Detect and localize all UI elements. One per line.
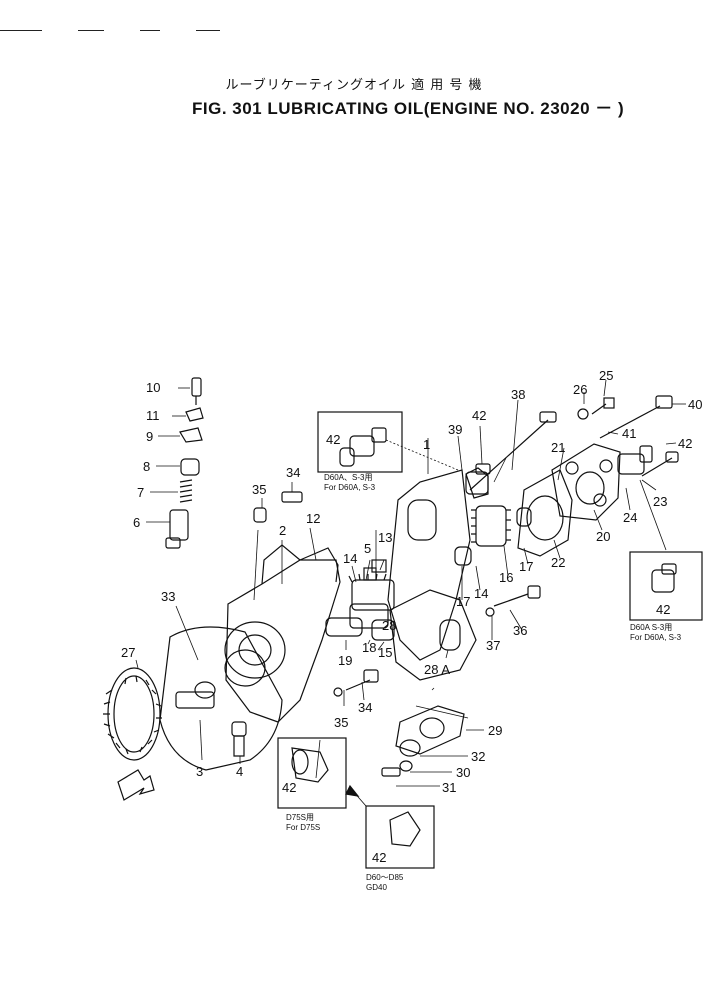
- part-label: 17: [519, 559, 533, 574]
- part-label: 10: [146, 380, 160, 395]
- main-housing: [387, 467, 489, 681]
- part-label: 41: [622, 426, 636, 441]
- relief-valve-stack: [165, 377, 204, 549]
- part-label: 2: [279, 523, 286, 538]
- part-label: 32: [471, 749, 485, 764]
- part-label: 11: [146, 408, 160, 423]
- part-label: 33: [161, 589, 175, 604]
- note-text: GD40: [366, 883, 387, 892]
- inset-box-bottom-center: [365, 805, 435, 869]
- part-label: 12: [306, 511, 320, 526]
- gear-set: [325, 559, 395, 641]
- note-text: For D60A, S-3: [324, 483, 376, 492]
- title-japanese: ルーブリケーティングオイル 適 用 号 機: [225, 78, 483, 93]
- part-label: 40: [688, 397, 702, 412]
- part-label: 20: [596, 529, 610, 544]
- part-label: 14: [343, 551, 357, 566]
- part-label: 8: [143, 459, 150, 474]
- part-label: 3: [196, 764, 203, 779]
- part-label: 37: [486, 638, 500, 653]
- part-label: 42: [282, 780, 296, 795]
- part-label: 25: [599, 368, 613, 383]
- note-text: For D75S: [286, 823, 320, 832]
- note-text: D75S用: [286, 813, 314, 822]
- part-label: 1: [423, 437, 430, 452]
- part-label: 35: [252, 482, 266, 497]
- part-label: 34: [358, 700, 372, 715]
- part-label: 35: [334, 715, 348, 730]
- part-label: 42: [656, 602, 670, 617]
- pump-body: [224, 491, 341, 723]
- figure-title: FIG. 301 LUBRICATING OIL(ENGINE NO. 2302…: [192, 99, 625, 118]
- part-label: 29: [488, 723, 502, 738]
- part-label: 31: [442, 780, 456, 795]
- part-label: 18: [362, 640, 376, 655]
- part-label: 9: [146, 429, 153, 444]
- inset-box-bottom-left: [277, 737, 347, 809]
- part-label: 42: [472, 408, 486, 423]
- part-label: 42: [326, 432, 340, 447]
- part-label: 6: [133, 515, 140, 530]
- part-label: 27: [121, 645, 135, 660]
- part-label: 39: [448, 422, 462, 437]
- note-text: D60A、S-3用: [324, 473, 372, 482]
- leader-lines: [135, 379, 686, 807]
- part-label: 17: [456, 594, 470, 609]
- part-label: 34: [286, 465, 300, 480]
- note-text: D60～D85: [366, 873, 404, 882]
- note-text: D60A S-3用: [630, 623, 672, 632]
- part-number-labels: 10 11 9 8 7 6 35 34 2 12 33 27 3 4 14 5 …: [121, 368, 702, 865]
- fitting-elbows: [291, 427, 677, 847]
- strainer-plate: [381, 705, 465, 777]
- inset-notes: D60A、S-3用 For D60A, S-3 D60A S-3用 For D6…: [286, 473, 682, 892]
- part-label: 19: [338, 653, 352, 668]
- part-label: 14: [474, 586, 488, 601]
- part-label: 24: [623, 510, 637, 525]
- part-label: 28: [382, 618, 396, 633]
- header-rule-marks: [0, 30, 708, 36]
- part-label: 22: [551, 555, 565, 570]
- part-label: 4: [236, 764, 243, 779]
- part-label: 36: [513, 623, 527, 638]
- part-label: 21: [551, 440, 565, 455]
- bolts: [333, 395, 679, 697]
- part-label: 30: [456, 765, 470, 780]
- part-label: 5: [364, 541, 371, 556]
- part-label: 13: [378, 530, 392, 545]
- end-cover: [551, 443, 621, 521]
- reference-arrowhead: [345, 784, 360, 797]
- part-label: 23: [653, 494, 667, 509]
- note-text: For D60A, S-3: [630, 633, 682, 642]
- part-label: 26: [573, 382, 587, 397]
- part-label: 28 A: [424, 662, 450, 677]
- part-label: 15: [378, 645, 392, 660]
- drive-gear-assembly: [103, 626, 283, 771]
- part-label: 42: [372, 850, 386, 865]
- part-label: 38: [511, 387, 525, 402]
- inset-box-right: [629, 551, 703, 621]
- front-arrow: [117, 769, 155, 801]
- inset-box-top-left: [317, 411, 403, 473]
- drawing-geometry: [103, 377, 703, 869]
- part-label: 42: [678, 436, 692, 451]
- part-label: 16: [499, 570, 513, 585]
- part-label: 7: [137, 485, 144, 500]
